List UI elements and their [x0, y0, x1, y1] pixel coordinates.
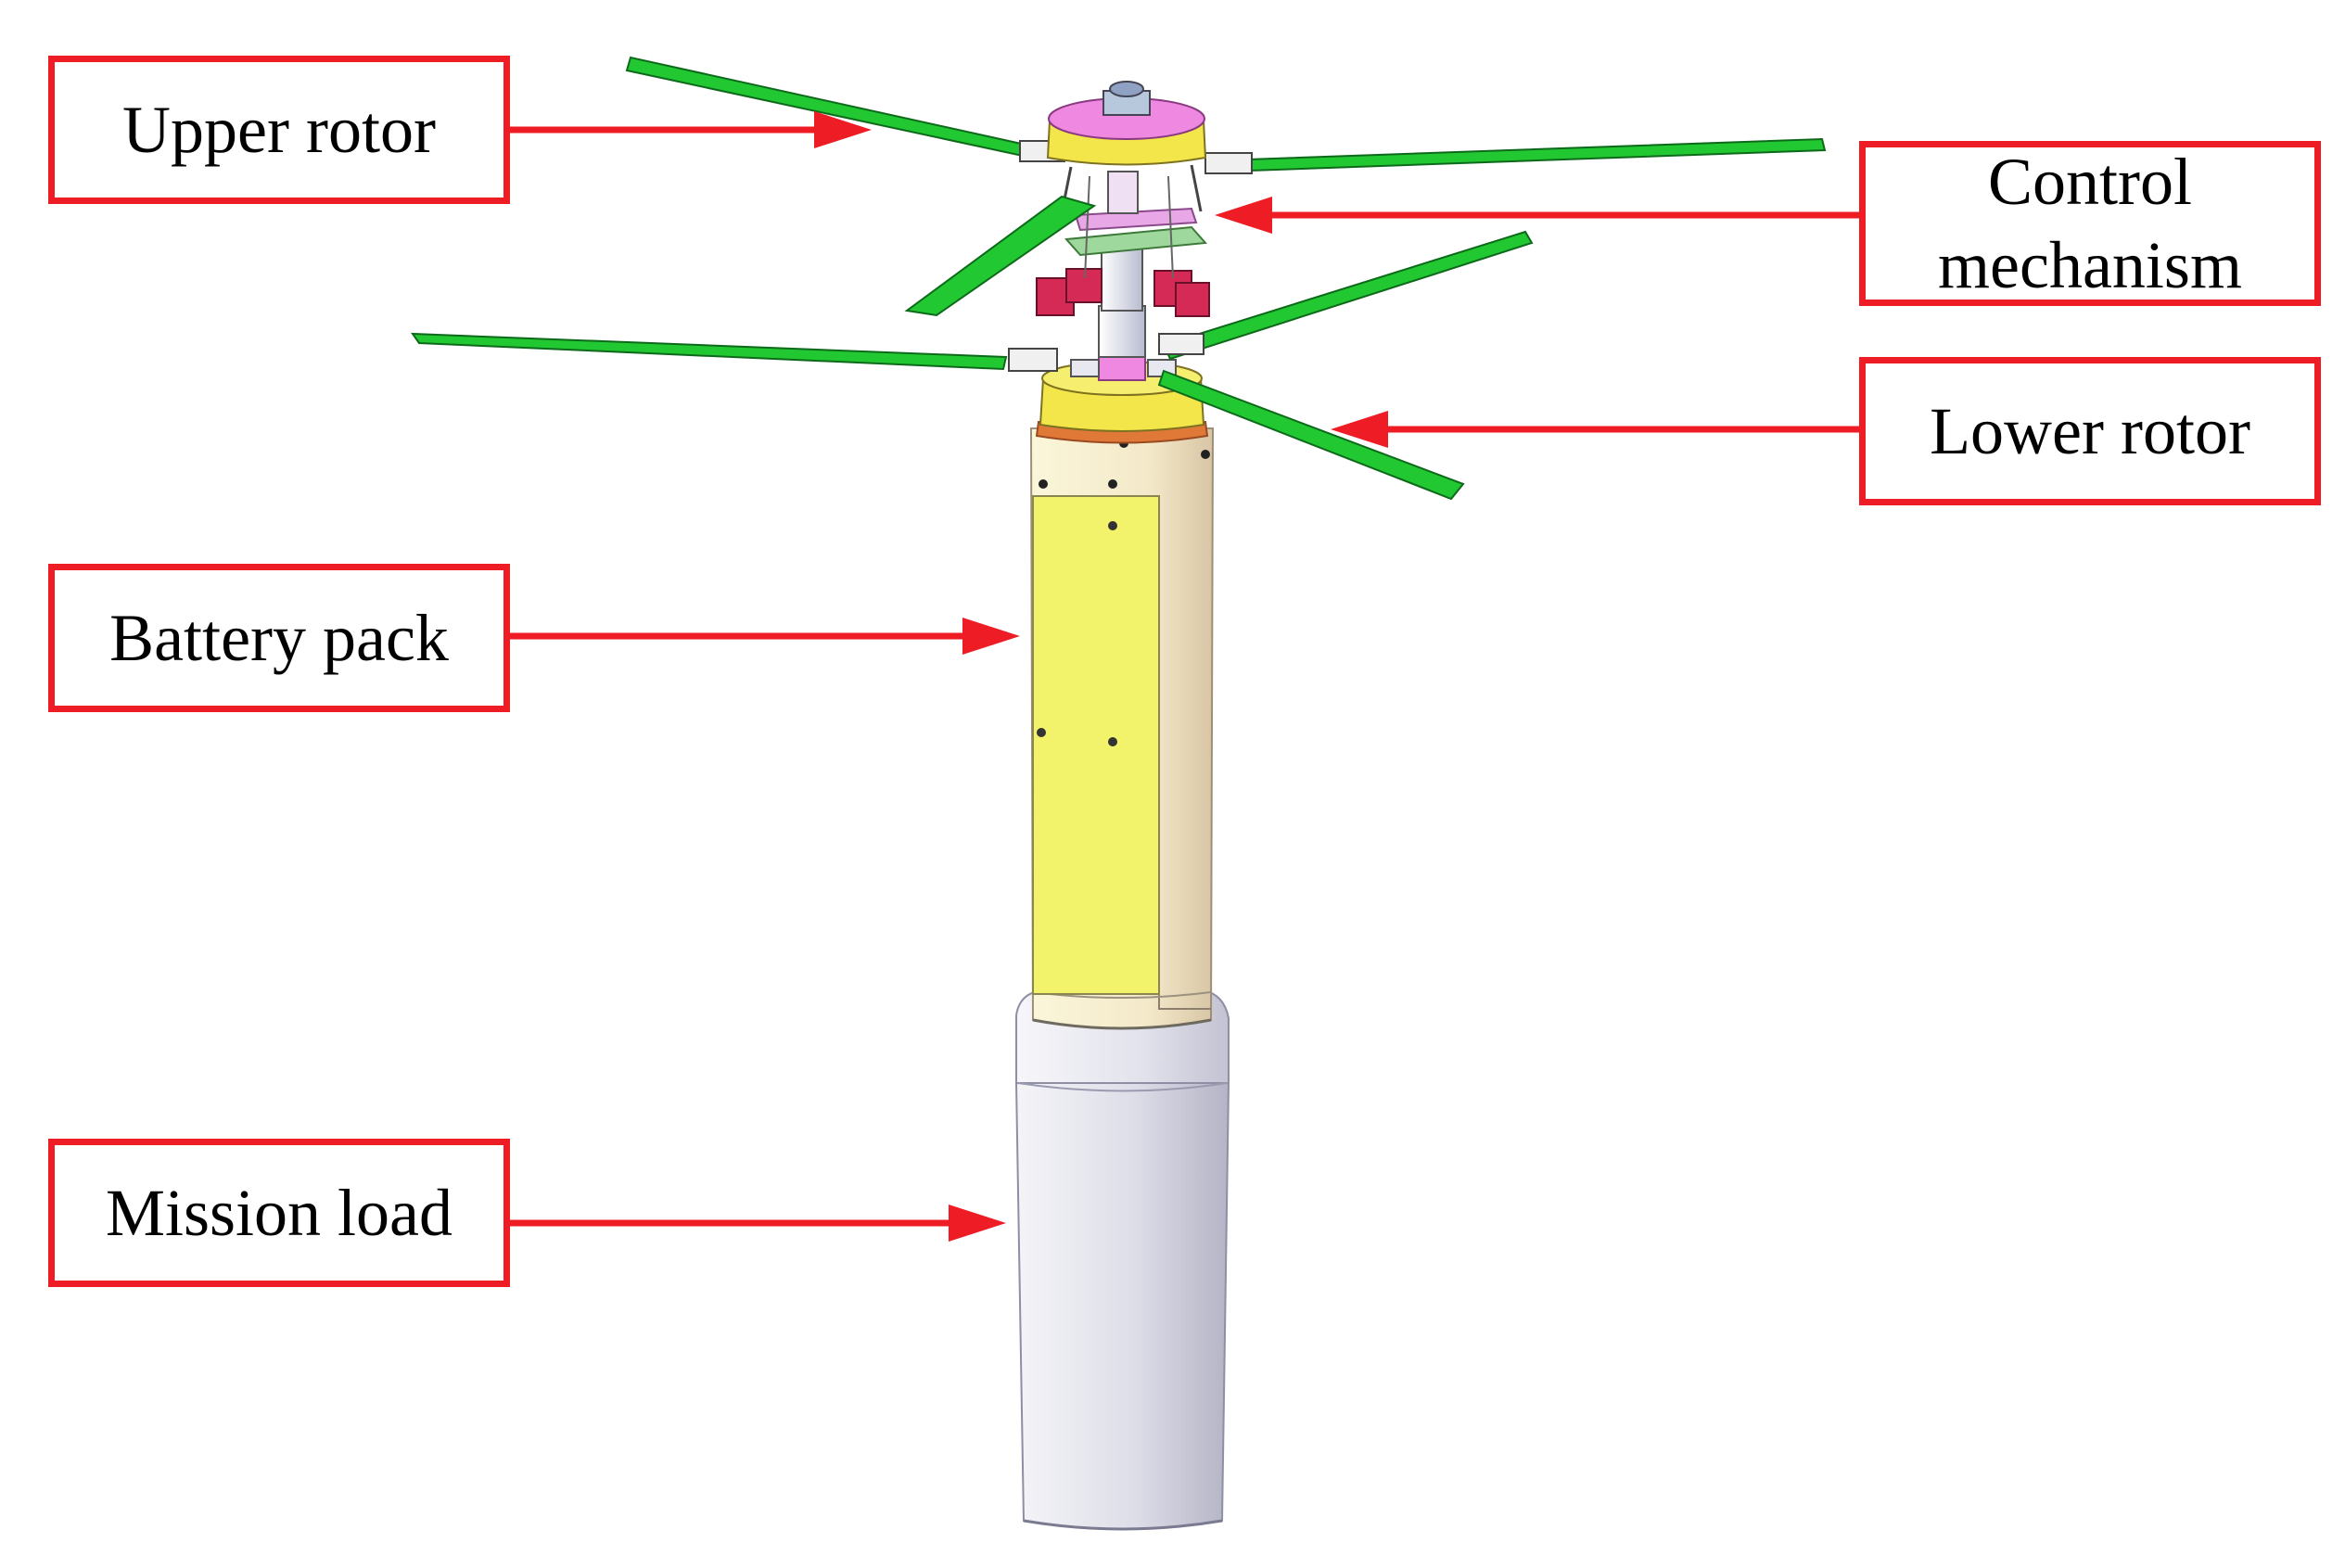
control-mechanism	[1036, 164, 1210, 358]
label-lower-rotor-text: Lower rotor	[1930, 394, 2250, 468]
lower-rotor-blades	[411, 230, 1534, 501]
battery-pack	[1032, 495, 1160, 995]
label-upper-rotor-text: Upper rotor	[122, 93, 436, 167]
arrow-control-mechanism	[1215, 197, 1859, 234]
arrow-battery-pack	[510, 618, 1020, 655]
label-battery-pack-text: Battery pack	[109, 601, 449, 675]
label-control-mechanism: Control mechanism	[1859, 141, 2321, 306]
label-control-mechanism-line1: Control	[1987, 145, 2192, 219]
label-lower-rotor: Lower rotor	[1859, 357, 2321, 505]
arrow-mission-load	[510, 1205, 1006, 1242]
label-control-mechanism-line2: mechanism	[1938, 228, 2242, 302]
arrow-upper-rotor	[510, 111, 872, 148]
label-mission-load: Mission load	[48, 1139, 510, 1287]
arrow-lower-rotor	[1331, 411, 1859, 448]
label-battery-pack: Battery pack	[48, 564, 510, 712]
mission-load-body	[1014, 989, 1230, 1531]
upper-rotor-blades	[625, 56, 1827, 317]
label-upper-rotor: Upper rotor	[48, 56, 510, 204]
callout-arrows	[510, 111, 1859, 1242]
lower-rotor-hub	[1035, 350, 1209, 444]
upper-rotor-hub	[1046, 81, 1207, 166]
label-mission-load-text: Mission load	[105, 1176, 453, 1250]
